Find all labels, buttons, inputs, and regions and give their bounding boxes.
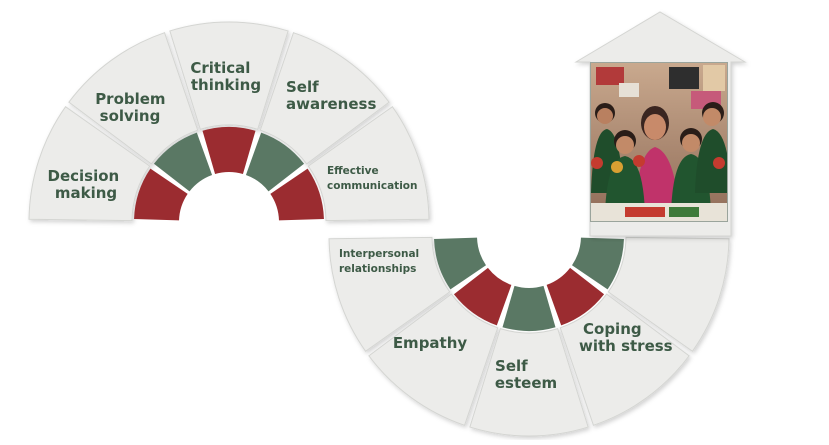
teacher-figure	[635, 106, 679, 213]
label-line: Self	[286, 78, 319, 96]
upper-arc	[28, 21, 430, 222]
segment-interpersonal-relationships-ring-band	[434, 237, 486, 290]
segment-coping-with-stress	[559, 293, 690, 426]
label-line: Problem	[95, 90, 165, 108]
label-critical-thinking: Critical thinking	[190, 59, 261, 94]
label-line: with stress	[579, 337, 673, 355]
paint-strip	[625, 207, 665, 217]
label-empathy: Empathy	[393, 334, 468, 352]
segment-problem-solving-ring-band	[153, 132, 213, 192]
label-effective-communication: Effective communication	[327, 165, 418, 192]
label-line: awareness	[286, 95, 376, 113]
label-line: solving	[100, 107, 161, 125]
wall-poster	[619, 83, 639, 97]
segment-decision-making-ring-band	[134, 168, 188, 221]
label-line: Empathy	[393, 334, 468, 352]
label-line: Self	[495, 357, 528, 375]
label-interpersonal-relationships: Interpersonal relationships	[339, 248, 423, 275]
paint-strip	[669, 207, 699, 217]
classroom-photo	[590, 62, 728, 222]
label-line: Effective	[327, 165, 379, 177]
segment-critical-thinking-ring-band	[202, 127, 256, 174]
label-decision-making: Decision making	[48, 167, 125, 202]
wall-chart	[703, 65, 725, 91]
label-line: Decision	[48, 167, 120, 185]
labels: Decision making Problem solving Critical…	[48, 59, 673, 392]
segment-critical-thinking	[169, 21, 289, 130]
segment-self-esteem-ring-band	[502, 285, 556, 332]
label-line: relationships	[339, 263, 416, 275]
wall-poster	[596, 67, 624, 85]
label-line: Critical	[190, 59, 250, 77]
segment-arrow-base-ring-band	[572, 237, 624, 290]
label-self-awareness: Self awareness	[286, 78, 376, 113]
student-figures	[591, 102, 727, 213]
segment-self-awareness	[259, 32, 390, 165]
label-self-esteem: Self esteem	[495, 357, 557, 392]
segment-arrow-base	[607, 236, 730, 352]
segment-self-awareness-ring-band	[245, 132, 305, 192]
label-line: Interpersonal	[339, 248, 419, 260]
segment-empathy	[368, 293, 499, 426]
label-coping-with-stress: Coping with stress	[579, 320, 673, 355]
lower-arc	[328, 236, 730, 437]
segment-self-esteem	[469, 328, 589, 437]
label-line: esteem	[495, 374, 557, 392]
segment-empathy-ring-band	[453, 267, 512, 326]
segment-effective-communication	[307, 106, 430, 222]
segment-decision-making	[28, 106, 151, 222]
segment-effective-communication-ring-band	[270, 168, 324, 221]
label-line: thinking	[191, 76, 261, 94]
segment-problem-solving	[68, 32, 199, 165]
label-problem-solving: Problem solving	[95, 90, 171, 125]
segment-interpersonal-relationships	[328, 236, 451, 352]
inner-ring	[134, 127, 624, 332]
wall-board	[669, 67, 699, 89]
label-line: making	[55, 184, 117, 202]
segment-coping-with-stress-ring-band	[546, 267, 605, 326]
label-line: communication	[327, 180, 418, 192]
label-line: Coping	[583, 320, 642, 338]
